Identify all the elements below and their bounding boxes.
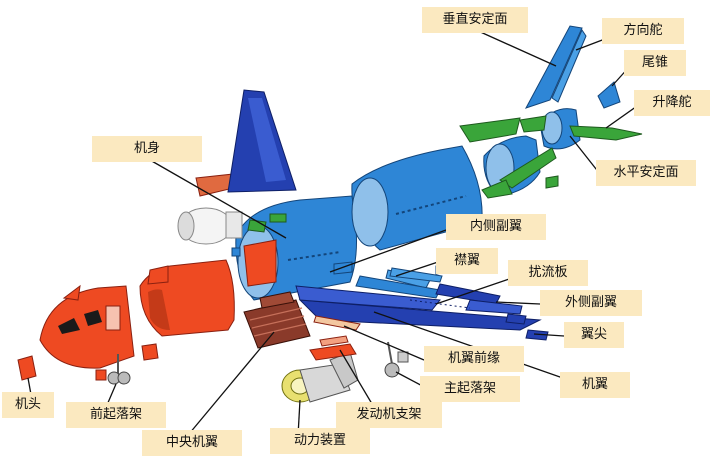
label-nose: 机头: [2, 392, 54, 418]
center-wing-drawing: [243, 291, 311, 349]
label-outboard-aileron: 外侧副翼: [540, 290, 642, 316]
label-fuselage: 机身: [92, 136, 202, 162]
label-leading-edge: 机翼前缘: [424, 346, 524, 372]
label-elevator: 升降舵: [634, 90, 710, 116]
label-center-wing: 中央机翼: [142, 430, 242, 456]
engine-pod-drawing: [177, 207, 243, 245]
nose-section-drawing: [17, 171, 253, 381]
label-power-unit: 动力装置: [270, 428, 370, 454]
label-vertical-stabilizer: 垂直安定面: [422, 7, 528, 33]
label-nose-landing-gear: 前起落架: [66, 402, 166, 428]
label-tail-cone: 尾锥: [624, 50, 686, 76]
label-rudder: 方向舵: [602, 18, 684, 44]
label-flap: 襟翼: [436, 248, 498, 274]
label-spoiler: 扰流板: [508, 260, 588, 286]
label-horizontal-stabilizer: 水平安定面: [596, 160, 696, 186]
label-inboard-aileron: 内侧副翼: [446, 214, 546, 240]
tail-drawing: [227, 25, 643, 233]
wing-drawing: [295, 267, 549, 341]
label-wingtip: 翼尖: [564, 322, 624, 348]
nose-gear-drawing: [95, 354, 131, 385]
label-wing: 机翼: [560, 372, 630, 398]
engine-pylon-drawing: [309, 335, 357, 361]
label-engine-pylon: 发动机支架: [336, 402, 442, 428]
label-main-landing-gear: 主起落架: [420, 376, 520, 402]
